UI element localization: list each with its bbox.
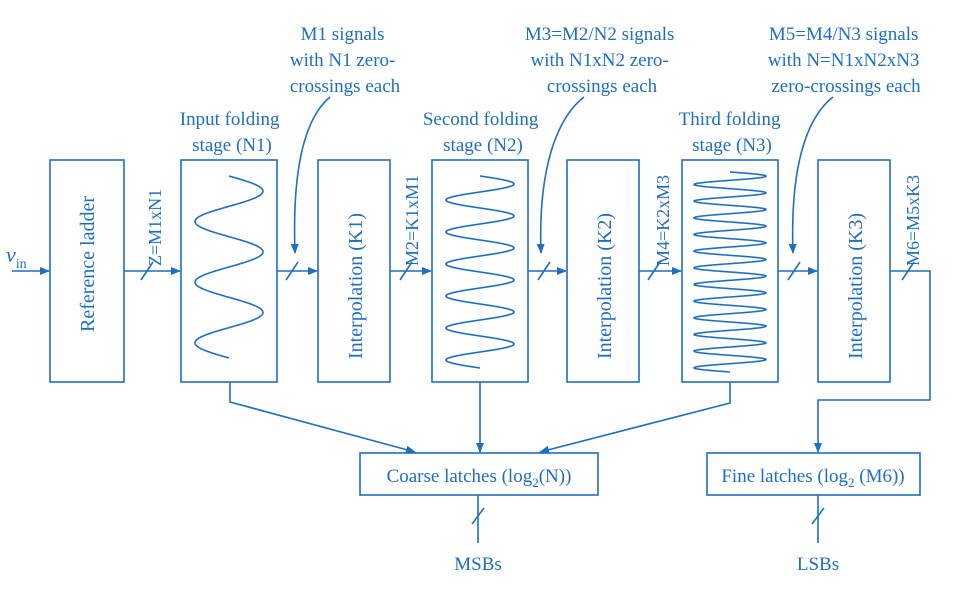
second-folding-waveform [445,175,515,369]
reference-ladder-label: Reference ladder [77,196,99,332]
m6-to-fine-latches-arrow [814,270,931,453]
bus-m6-label: M6=M5xK3 [903,175,923,266]
stage1-to-coarse-arrow [229,382,416,454]
annotation-2-arrow [536,96,585,254]
input-label: vin [6,242,27,272]
bus-slash [471,507,485,525]
stage3-label: Third folding stage (N3) [679,109,786,156]
annotation-2: M3=M2/N2 signals with N1xN2 zero- crossi… [525,24,679,97]
annotation-3: M5=M4/N3 signals with N=N1xN2xN3 zero-cr… [768,24,924,97]
annotation-3-arrow [788,96,834,254]
interpolation-k3-label: Interpolation (K3) [845,213,867,359]
bus-slash [399,261,413,281]
bus-slash [787,261,801,281]
bus-slash [647,261,661,281]
bus-m4-label: M4=K2xM3 [653,175,673,266]
annotation-1: M1 signals with N1 zero- crossings each [290,24,401,97]
bus-m2-label: M2=K1xM1 [402,175,422,266]
msbs-label: MSBs [454,554,502,575]
bus-slash [811,507,825,525]
coarse-latches-block [359,452,599,496]
bus-slash [537,261,551,281]
annotation-1-arrow [290,96,331,254]
third-folding-waveform [693,171,767,373]
bus-slash [140,261,154,281]
stage1-label: Input folding stage (N1) [180,109,285,156]
coarse-latches-label: Coarse latches (log2(N)) [387,466,572,490]
stage3-to-coarse-arrow [539,382,731,454]
fine-latches-label: Fine latches (log2 (M6)) [721,466,904,490]
stage2-label: Second folding stage (N2) [423,109,543,156]
fine-latches-block [706,452,921,496]
input-folding-waveform [194,175,264,359]
lsbs-label: LSBs [797,554,839,575]
interpolation-k2-label: Interpolation (K2) [594,213,616,359]
interpolation-k1-label: Interpolation (K1) [345,213,367,359]
bus-slash [285,261,299,281]
second-folding-stage-block [431,159,529,383]
bus-z-label: Z=M1xN1 [145,189,165,266]
